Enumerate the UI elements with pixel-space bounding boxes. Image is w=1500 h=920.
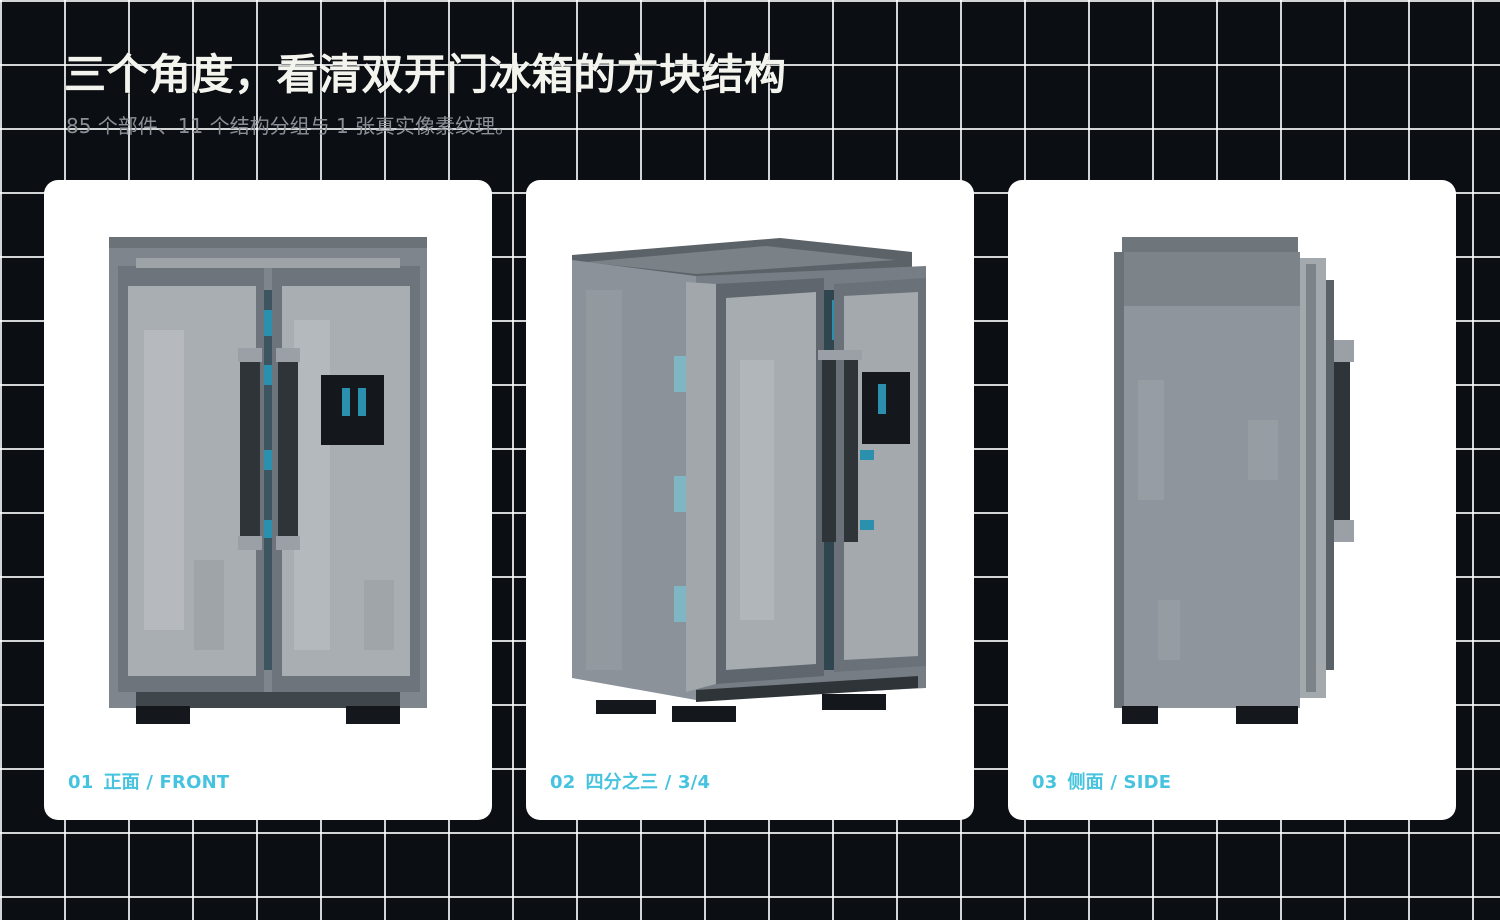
view-label: 四分之三 / 3/4 xyxy=(585,772,711,793)
page-title: 三个角度，看清双开门冰箱的方块结构 xyxy=(64,50,787,99)
view-number: 03 xyxy=(1032,772,1058,793)
page-subtitle: 85 个部件、11 个结构分组与 1 张真实像素纹理。 xyxy=(66,114,516,138)
view-caption-front: 01 正面 / FRONT xyxy=(68,768,229,794)
fridge-front-render xyxy=(109,237,427,724)
view-label: 侧面 / SIDE xyxy=(1067,772,1172,793)
view-caption-side: 03 侧面 / SIDE xyxy=(1032,768,1171,794)
view-card-front[interactable]: 01 正面 / FRONT xyxy=(44,180,492,820)
view-number: 02 xyxy=(550,772,576,793)
view-card-side[interactable]: 03 侧面 / SIDE xyxy=(1008,180,1456,820)
fridge-side-render xyxy=(1114,237,1354,724)
view-card-three-quarter[interactable]: 02 四分之三 / 3/4 xyxy=(526,180,974,820)
view-label: 正面 / FRONT xyxy=(103,772,230,793)
fridge-three-quarter-render xyxy=(572,238,926,722)
view-number: 01 xyxy=(68,772,94,793)
view-caption-three-quarter: 02 四分之三 / 3/4 xyxy=(550,768,710,794)
